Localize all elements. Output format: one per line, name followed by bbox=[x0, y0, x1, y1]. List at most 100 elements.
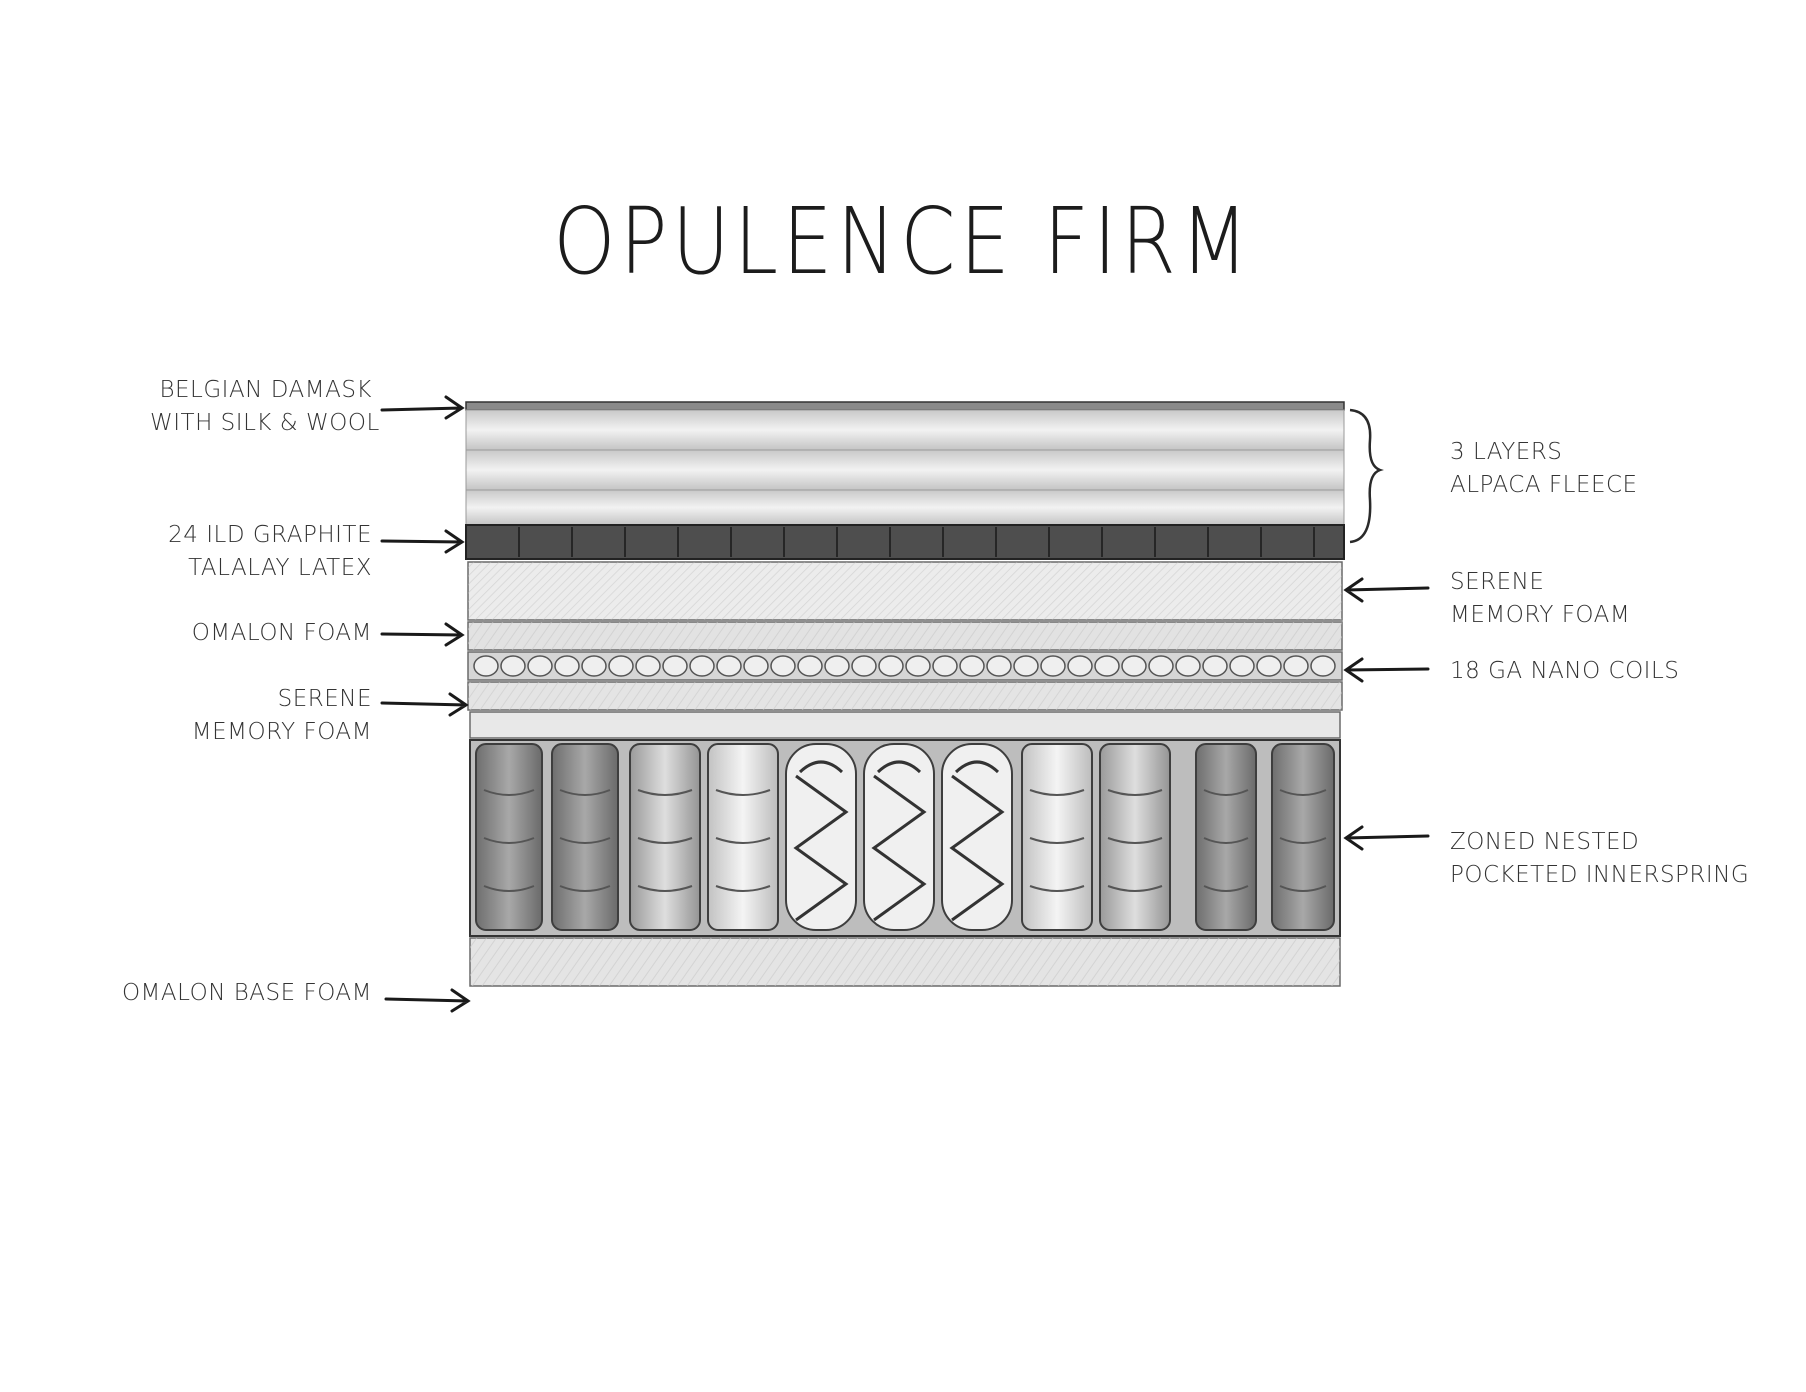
label-serene-right-line2: MEMORY FOAM bbox=[1450, 602, 1631, 628]
spring-pocket bbox=[707, 743, 779, 931]
coil-spring bbox=[871, 774, 927, 922]
arrow-omalon-base bbox=[384, 988, 471, 1013]
spring-pocket bbox=[1021, 743, 1093, 931]
label-belgian-damask: BELGIAN DAMASK WITH SILK & WOOL bbox=[150, 374, 379, 440]
coil-spring bbox=[949, 774, 1005, 922]
nano-coil bbox=[932, 655, 958, 677]
arrow-serene-right bbox=[1343, 577, 1430, 603]
pocket-seam bbox=[483, 885, 535, 892]
label-graphite-latex-line1: 24 ILD GRAPHITE bbox=[168, 522, 372, 548]
arrow-belgian-damask bbox=[380, 395, 465, 420]
nano-coil bbox=[1229, 655, 1255, 677]
pocket-seam bbox=[559, 837, 611, 844]
coil-spring bbox=[793, 774, 849, 922]
pocket-seam bbox=[559, 789, 611, 796]
nano-coil bbox=[1283, 655, 1309, 677]
pocket-seam bbox=[637, 885, 693, 892]
label-serene-right-line1: SERENE bbox=[1450, 569, 1545, 595]
label-alpaca-line1: 3 LAYERS bbox=[1450, 439, 1563, 465]
pocket-seam bbox=[715, 837, 771, 844]
pocket-seam bbox=[483, 837, 535, 844]
arrow-serene-left bbox=[380, 692, 469, 717]
label-alpaca-fleece: 3 LAYERS ALPACA FLEECE bbox=[1450, 436, 1638, 502]
nano-coils-layer bbox=[467, 651, 1343, 681]
nano-coil bbox=[797, 655, 823, 677]
pocket-seam bbox=[1107, 789, 1163, 796]
pocket-seam bbox=[559, 885, 611, 892]
nano-coil bbox=[1310, 655, 1336, 677]
pocket-seam bbox=[1203, 837, 1249, 844]
pocket-seam bbox=[637, 789, 693, 796]
nano-coil bbox=[1202, 655, 1228, 677]
nano-coil bbox=[878, 655, 904, 677]
nano-coil bbox=[473, 655, 499, 677]
pocket-seam bbox=[1029, 885, 1085, 892]
spring-pocket bbox=[475, 743, 543, 931]
spring-pocket bbox=[1099, 743, 1171, 931]
pocket-seam bbox=[1203, 789, 1249, 796]
label-serene-left-line1: SERENE bbox=[277, 686, 372, 712]
nano-coil bbox=[824, 655, 850, 677]
pocket-seam bbox=[1107, 885, 1163, 892]
pocket-seam bbox=[1279, 837, 1327, 844]
spring-pocket-open bbox=[785, 743, 857, 931]
nano-coil bbox=[959, 655, 985, 677]
nano-coil bbox=[608, 655, 634, 677]
diagram-title: OPULENCE FIRM bbox=[553, 188, 1253, 295]
pocket-seam bbox=[1029, 837, 1085, 844]
spring-pocket-open bbox=[941, 743, 1013, 931]
nano-coil bbox=[581, 655, 607, 677]
pocket-seam bbox=[1279, 789, 1327, 796]
coil-top bbox=[798, 760, 844, 774]
graphite-latex-layer bbox=[465, 524, 1345, 560]
pocket-seam bbox=[715, 789, 771, 796]
nano-coil bbox=[716, 655, 742, 677]
pocket-seam bbox=[1203, 885, 1249, 892]
label-innerspring: ZONED NESTED POCKETED INNERSPRING bbox=[1450, 826, 1749, 892]
spring-pocket-open bbox=[863, 743, 935, 931]
nano-coil bbox=[1148, 655, 1174, 677]
pocket-seam bbox=[715, 885, 771, 892]
spring-pocket bbox=[629, 743, 701, 931]
label-serene-left: SERENE MEMORY FOAM bbox=[150, 683, 372, 749]
pocket-seam bbox=[1029, 789, 1085, 796]
label-innerspring-line2: POCKETED INNERSPRING bbox=[1450, 862, 1750, 888]
label-omalon-base: OMALON BASE FOAM bbox=[121, 980, 372, 1006]
label-graphite-latex-line2: TALALAY LATEX bbox=[188, 555, 372, 581]
nano-coil bbox=[743, 655, 769, 677]
pocket-seam bbox=[1107, 837, 1163, 844]
label-omalon-foam: OMALON FOAM bbox=[191, 620, 372, 646]
serene-upper-texture bbox=[468, 562, 1342, 620]
nano-coil bbox=[1094, 655, 1120, 677]
arrow-nano-coils bbox=[1343, 657, 1430, 683]
alpaca-fleece-layers bbox=[465, 409, 1345, 526]
nano-coil bbox=[689, 655, 715, 677]
pocketed-innerspring-layer bbox=[469, 739, 1341, 937]
spring-pocket bbox=[1195, 743, 1257, 931]
nano-coil bbox=[1040, 655, 1066, 677]
left-arrows bbox=[380, 395, 471, 1013]
spring-pocket bbox=[1271, 743, 1335, 931]
nano-coil bbox=[662, 655, 688, 677]
pocket-seam bbox=[1279, 885, 1327, 892]
label-serene-left-line2: MEMORY FOAM bbox=[191, 719, 372, 745]
label-nano-coils: 18 GA NANO COILS bbox=[1450, 658, 1680, 684]
spring-pocket bbox=[551, 743, 619, 931]
nano-coil bbox=[635, 655, 661, 677]
nano-coil bbox=[1256, 655, 1282, 677]
pocket-seam bbox=[483, 789, 535, 796]
nano-coil bbox=[527, 655, 553, 677]
nano-coil bbox=[1067, 655, 1093, 677]
omalon-texture bbox=[468, 622, 1342, 650]
nano-coil bbox=[1121, 655, 1147, 677]
label-graphite-latex: 24 ILD GRAPHITE TALALAY LATEX bbox=[150, 519, 372, 585]
arrow-omalon-foam bbox=[380, 622, 465, 647]
pocket-seam bbox=[637, 837, 693, 844]
nano-coil bbox=[905, 655, 931, 677]
coil-top bbox=[954, 760, 1000, 774]
nano-coil bbox=[1175, 655, 1201, 677]
serene-lower-texture bbox=[468, 682, 1342, 710]
right-arrows bbox=[1343, 577, 1430, 851]
nano-coil bbox=[1013, 655, 1039, 677]
